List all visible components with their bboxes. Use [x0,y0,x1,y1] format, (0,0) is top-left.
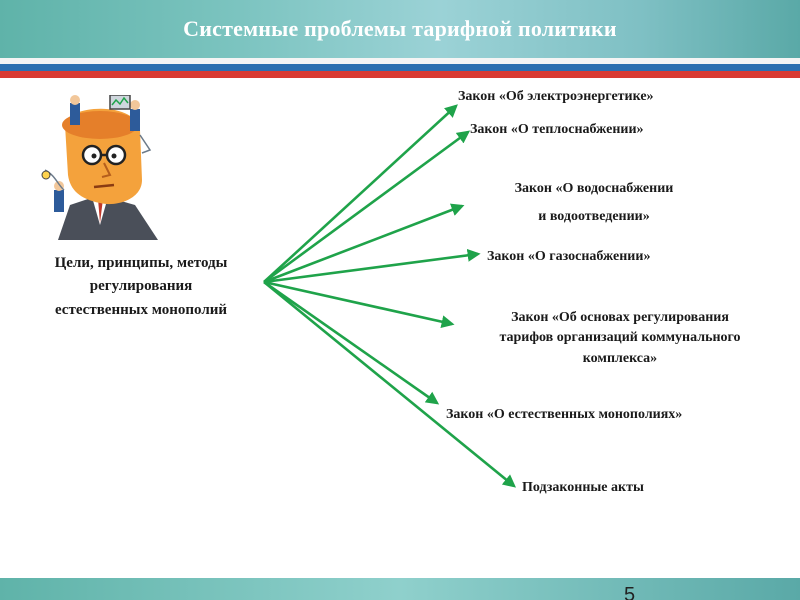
brainstorm-man-icon [41,95,158,240]
arrow-5 [263,280,455,329]
law-item-communal: Закон «Об основах регулирования тарифов … [499,310,741,366]
center-label-line1: Цели, принципы, методы [54,255,228,271]
center-label: Цели, принципы, методы регулирования ест… [14,252,268,322]
page-number: 5 [624,584,636,600]
arrow-7 [263,280,517,488]
arrow-2 [263,130,471,284]
center-label-line3: естественных монополий [54,301,228,318]
arrow-4 [263,248,481,284]
center-label-line2: регулирования [89,278,193,295]
flag-stripe [0,58,800,78]
footer-bar [0,578,800,600]
header-bar: Системные проблемы тарифной политики [0,0,800,58]
arrow-1 [263,104,458,283]
law-item-heating: Закон «О теплоснабжении» [470,122,644,137]
law-item-electricity: Закон «Об электроэнергетике» [458,89,654,104]
arrow-6 [263,280,440,405]
arrow-3 [263,203,465,284]
law-item-monopolies: Закон «О естественных монополиях» [446,407,683,422]
law-item-gas: Закон «О газоснабжении» [487,249,651,264]
law-item-water: Закон «О водоснабжении и водоотведении» [514,181,674,224]
slide-title: Системные проблемы тарифной политики [183,16,617,41]
law-item-bylaws: Подзаконные акты [522,480,644,495]
